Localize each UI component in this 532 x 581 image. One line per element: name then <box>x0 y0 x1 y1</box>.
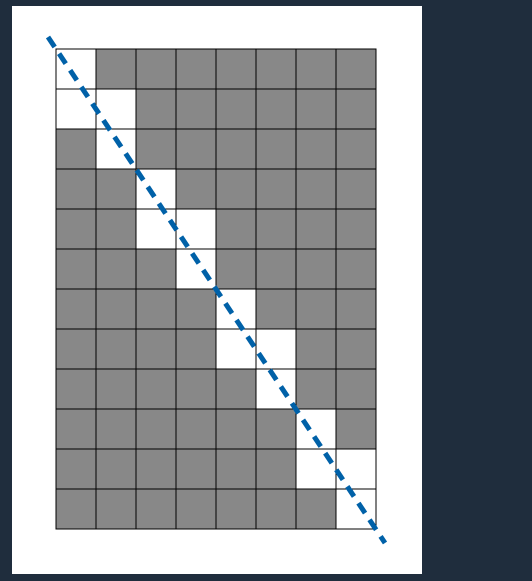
uncovered-cell <box>255 488 297 530</box>
uncovered-cell <box>135 48 177 90</box>
uncovered-cell <box>95 368 137 410</box>
uncovered-cell <box>55 248 97 290</box>
uncovered-cell <box>215 448 257 490</box>
uncovered-cell <box>215 488 257 530</box>
covered-cell <box>55 88 97 130</box>
uncovered-cell <box>335 288 377 330</box>
uncovered-cell <box>95 488 137 530</box>
uncovered-cell <box>255 408 297 450</box>
uncovered-cell <box>215 48 257 90</box>
uncovered-cell <box>295 328 337 370</box>
uncovered-cell <box>295 248 337 290</box>
uncovered-cell <box>335 328 377 370</box>
uncovered-cell <box>295 488 337 530</box>
uncovered-cell <box>215 248 257 290</box>
covered-cell <box>135 208 177 250</box>
uncovered-cell <box>135 328 177 370</box>
uncovered-cell <box>175 408 217 450</box>
uncovered-cell <box>55 288 97 330</box>
uncovered-cell <box>55 208 97 250</box>
uncovered-cell <box>135 248 177 290</box>
uncovered-cell <box>175 128 217 170</box>
grid-cells <box>55 48 377 530</box>
uncovered-cell <box>215 88 257 130</box>
uncovered-cell <box>255 168 297 210</box>
uncovered-cell <box>175 368 217 410</box>
uncovered-cell <box>175 48 217 90</box>
uncovered-cell <box>175 288 217 330</box>
uncovered-cell <box>55 488 97 530</box>
uncovered-cell <box>255 88 297 130</box>
uncovered-cell <box>95 168 137 210</box>
covered-cell <box>215 328 257 370</box>
uncovered-cell <box>135 488 177 530</box>
uncovered-cell <box>295 48 337 90</box>
uncovered-cell <box>295 288 337 330</box>
uncovered-cell <box>295 88 337 130</box>
uncovered-cell <box>255 208 297 250</box>
covered-cell <box>175 208 217 250</box>
uncovered-cell <box>255 128 297 170</box>
uncovered-cell <box>135 368 177 410</box>
uncovered-cell <box>95 208 137 250</box>
covered-cell <box>255 328 297 370</box>
uncovered-cell <box>95 408 137 450</box>
uncovered-cell <box>215 368 257 410</box>
uncovered-cell <box>55 128 97 170</box>
covered-cell <box>295 448 337 490</box>
uncovered-cell <box>215 408 257 450</box>
uncovered-cell <box>175 168 217 210</box>
uncovered-cell <box>335 408 377 450</box>
uncovered-cell <box>175 448 217 490</box>
uncovered-cell <box>175 488 217 530</box>
uncovered-cell <box>175 88 217 130</box>
uncovered-cell <box>55 408 97 450</box>
uncovered-cell <box>255 448 297 490</box>
uncovered-cell <box>135 128 177 170</box>
uncovered-cell <box>335 368 377 410</box>
uncovered-cell <box>135 88 177 130</box>
uncovered-cell <box>135 448 177 490</box>
uncovered-cell <box>95 328 137 370</box>
uncovered-cell <box>55 448 97 490</box>
uncovered-cell <box>215 128 257 170</box>
uncovered-cell <box>95 448 137 490</box>
uncovered-cell <box>55 328 97 370</box>
uncovered-cell <box>95 48 137 90</box>
uncovered-cell <box>135 288 177 330</box>
uncovered-cell <box>335 168 377 210</box>
uncovered-cell <box>255 48 297 90</box>
uncovered-cell <box>335 48 377 90</box>
uncovered-cell <box>215 168 257 210</box>
uncovered-cell <box>55 168 97 210</box>
covered-cell <box>95 88 137 130</box>
uncovered-cell <box>135 408 177 450</box>
uncovered-cell <box>295 168 337 210</box>
uncovered-cell <box>335 208 377 250</box>
covered-cell <box>335 448 377 490</box>
uncovered-cell <box>95 288 137 330</box>
uncovered-cell <box>335 248 377 290</box>
uncovered-cell <box>55 368 97 410</box>
uncovered-cell <box>95 248 137 290</box>
uncovered-cell <box>255 288 297 330</box>
uncovered-cell <box>335 88 377 130</box>
uncovered-cell <box>295 128 337 170</box>
uncovered-cell <box>295 208 337 250</box>
uncovered-cell <box>335 128 377 170</box>
uncovered-cell <box>175 328 217 370</box>
uncovered-cell <box>215 208 257 250</box>
uncovered-cell <box>255 248 297 290</box>
uncovered-cell <box>295 368 337 410</box>
diagonal-dashed-line <box>45 35 388 545</box>
